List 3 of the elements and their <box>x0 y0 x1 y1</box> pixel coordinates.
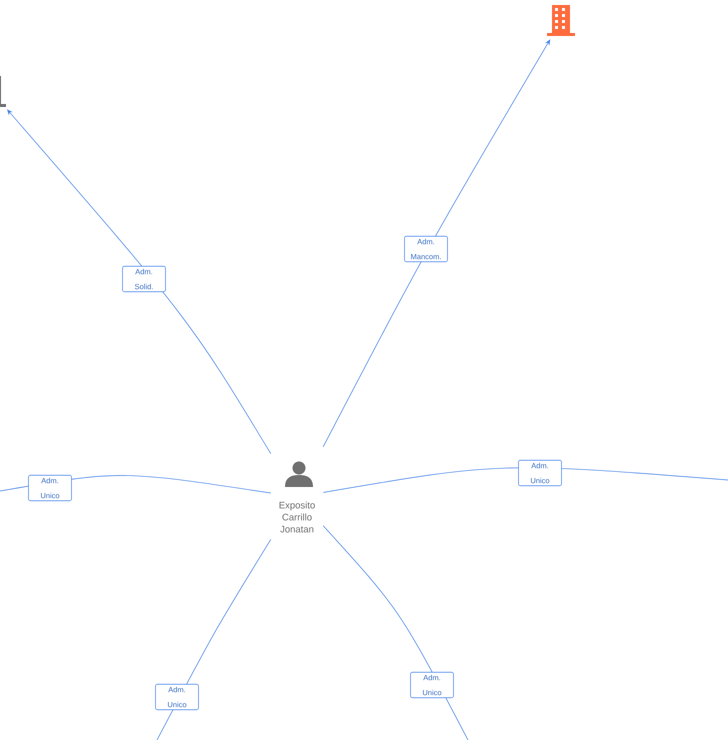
building-icon <box>547 5 575 36</box>
person-name: Exposito Carrillo Jonatan <box>280 502 315 532</box>
building-icon <box>0 76 6 107</box>
